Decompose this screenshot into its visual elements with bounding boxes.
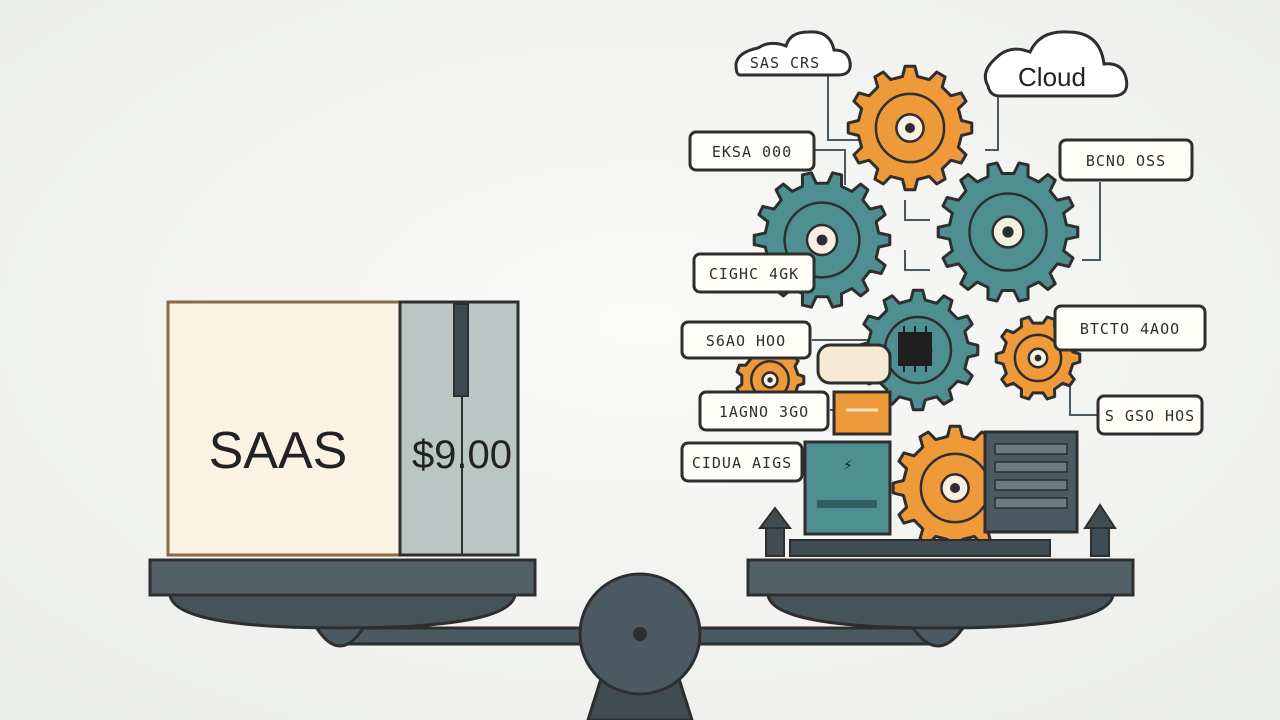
small-cloud-icon: SAS CRS [734, 30, 852, 77]
tag-label-2: BCNO OSS [1086, 152, 1166, 170]
tag: CIGHC 4GK [692, 252, 816, 294]
box-price: $9.00 [412, 433, 512, 477]
skyline [758, 503, 1117, 557]
tag-label-4: S6AO HOO [706, 332, 786, 350]
server-icon: ⚡ [803, 430, 1079, 536]
tag-labels: EKSA 000 BCNO OSS CIGHC 4GK S6AO HOO BTC… [680, 130, 1207, 483]
tag: EKSA 000 [688, 130, 816, 172]
tag-label-8: CIDUA AIGS [692, 454, 792, 472]
tag-label-1: EKSA 000 [712, 143, 792, 161]
cloud-label: Cloud [1018, 62, 1086, 92]
chip-icon [898, 326, 932, 372]
plug-icon [816, 343, 892, 436]
svg-text:⚡: ⚡ [843, 458, 853, 474]
tag-label-0: SAS CRS [750, 54, 820, 72]
cloud-icon: Cloud [983, 30, 1129, 98]
box-title: SAAS [209, 422, 348, 480]
tag-label-3: CIGHC 4GK [709, 265, 799, 283]
tag-label-7: S GSO HOS [1105, 407, 1195, 425]
tag: CIDUA AIGS [680, 441, 804, 483]
tag: BCNO OSS [1058, 138, 1194, 182]
tag: 1AGNO 3GO [698, 390, 830, 432]
balance-scale-icon [148, 558, 1135, 720]
tag: S GSO HOS [1096, 394, 1204, 436]
tag: BTCTO 4AOO [1053, 304, 1207, 352]
gear-icon [846, 64, 974, 192]
gear-icon [936, 161, 1080, 303]
tag: S6AO HOO [680, 320, 812, 360]
tag-label-5: BTCTO 4AOO [1080, 320, 1180, 338]
tag-label-6: 1AGNO 3GO [719, 403, 809, 421]
saas-box: SAAS $9.00 [166, 300, 520, 557]
